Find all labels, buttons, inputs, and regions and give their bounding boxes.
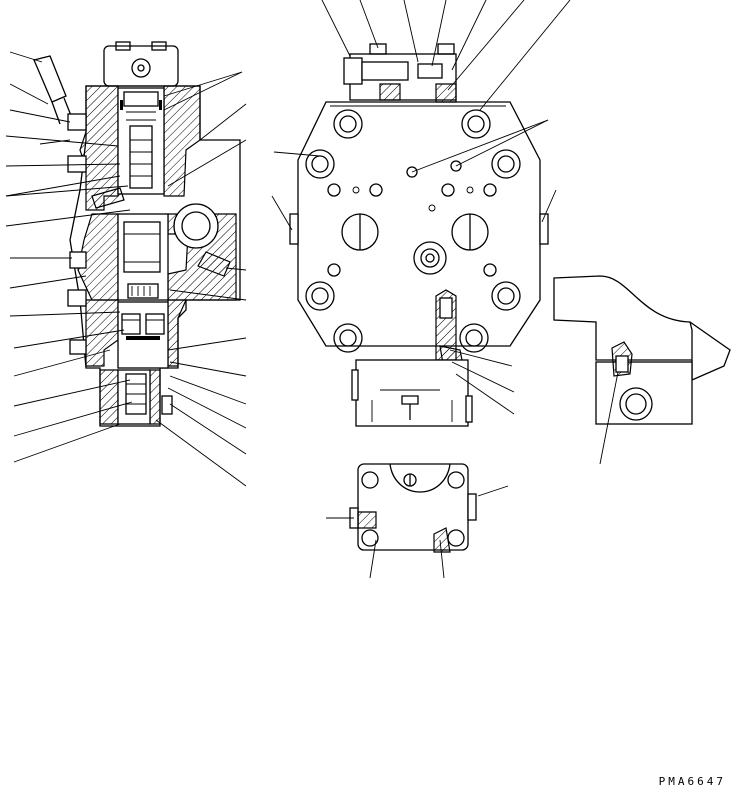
leader-lines-center [271,0,571,415]
plate-bolts [305,109,521,353]
small-block-view [326,463,509,579]
front-view [289,43,549,427]
side-view [553,275,731,465]
drawing-code-label: PMA6647 [658,775,726,788]
leader-lines-left [5,51,247,487]
sectional-view [33,41,241,427]
